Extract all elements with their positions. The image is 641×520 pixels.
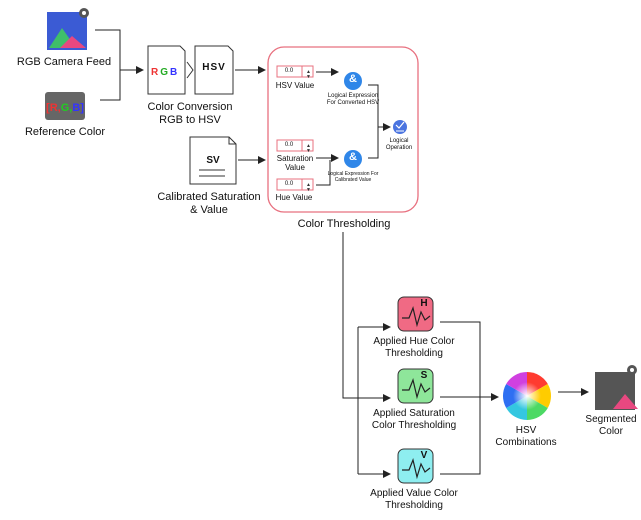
thresholding-connectors	[316, 68, 391, 186]
input-connector	[95, 29, 144, 101]
hsv-combinations-label: HSV Combinations	[495, 425, 557, 448]
conversion-chevron	[186, 61, 194, 79]
logical-and-icon-converted	[344, 72, 362, 90]
saturation-letter: S	[420, 370, 428, 381]
logical-converted-label: Logical Expression For Converted HSV	[326, 93, 380, 106]
conversion-label: Color Conversion RGB to HSV	[147, 101, 233, 126]
logical-calibrated-label: Logical Expression For Calibrated Value	[327, 171, 379, 183]
logical-and-icon-calibrated	[344, 150, 362, 168]
hue-threshold-icon	[397, 296, 434, 332]
color-wheel-icon	[502, 372, 552, 421]
svg-text:[R,G,B]: [R,G,B]	[46, 102, 84, 114]
svg-text:▲: ▲	[306, 69, 311, 75]
camera-feed-icon	[47, 8, 89, 50]
saturation-value-field-text: 0.0	[284, 142, 294, 148]
segmented-color-label: Segmented Color	[585, 414, 637, 437]
svg-text:▼: ▼	[306, 74, 311, 80]
hue-value-field-text: 0.0	[284, 181, 294, 187]
calibrated-saturation-label: Calibrated Saturation & Value	[157, 191, 261, 216]
svg-text:▼: ▼	[306, 187, 311, 193]
hsv-value-label: HSV Value	[275, 81, 315, 90]
svg-text:▲: ▲	[306, 143, 311, 149]
document-icon	[189, 136, 237, 185]
hue-value-label: Hue Value	[275, 193, 313, 202]
value-threshold-icon	[397, 448, 434, 484]
thresholding-title: Color Thresholding	[297, 218, 391, 230]
svg-text:▼: ▼	[306, 148, 311, 154]
value-letter: V	[420, 450, 428, 461]
sv-doc-text: SV	[206, 155, 220, 166]
saturation-threshold-icon	[397, 368, 434, 404]
svg-text:RGB: RGB	[151, 67, 177, 78]
hsv-block	[194, 45, 234, 95]
hsv-value-field[interactable]: ▲ ▼	[276, 65, 314, 80]
reference-color-label: Reference Color	[24, 126, 106, 138]
hue-letter: H	[420, 298, 428, 309]
and-symbol-calibrated: &	[349, 151, 357, 163]
reference-color-icon: [R,G,B]	[45, 92, 85, 120]
combination-connector	[440, 321, 499, 475]
svg-text:▲: ▲	[306, 182, 311, 188]
saturation-value-label: Saturation Value	[276, 154, 314, 173]
logical-operation-label: Logical Operation	[385, 138, 413, 151]
segmented-color-icon	[595, 365, 638, 410]
and-symbol-converted: &	[349, 73, 357, 85]
logical-operation-icon	[393, 120, 407, 134]
saturation-value-field[interactable]: ▲ ▼	[276, 139, 314, 154]
threshold-output-connector	[342, 232, 391, 478]
saturation-threshold-label: Applied Saturation Color Thresholding	[371, 408, 457, 431]
hsv-block-text: HSV	[202, 62, 226, 73]
value-threshold-label: Applied Value Color Thresholding	[370, 488, 458, 511]
hsv-value-field-text: 0.0	[284, 68, 294, 74]
hue-threshold-label: Applied Hue Color Thresholding	[373, 336, 455, 359]
rgb-camera-feed-label: RGB Camera Feed	[16, 56, 112, 68]
hue-value-field[interactable]: ▲ ▼	[276, 178, 314, 193]
thresholding-container	[267, 46, 419, 213]
